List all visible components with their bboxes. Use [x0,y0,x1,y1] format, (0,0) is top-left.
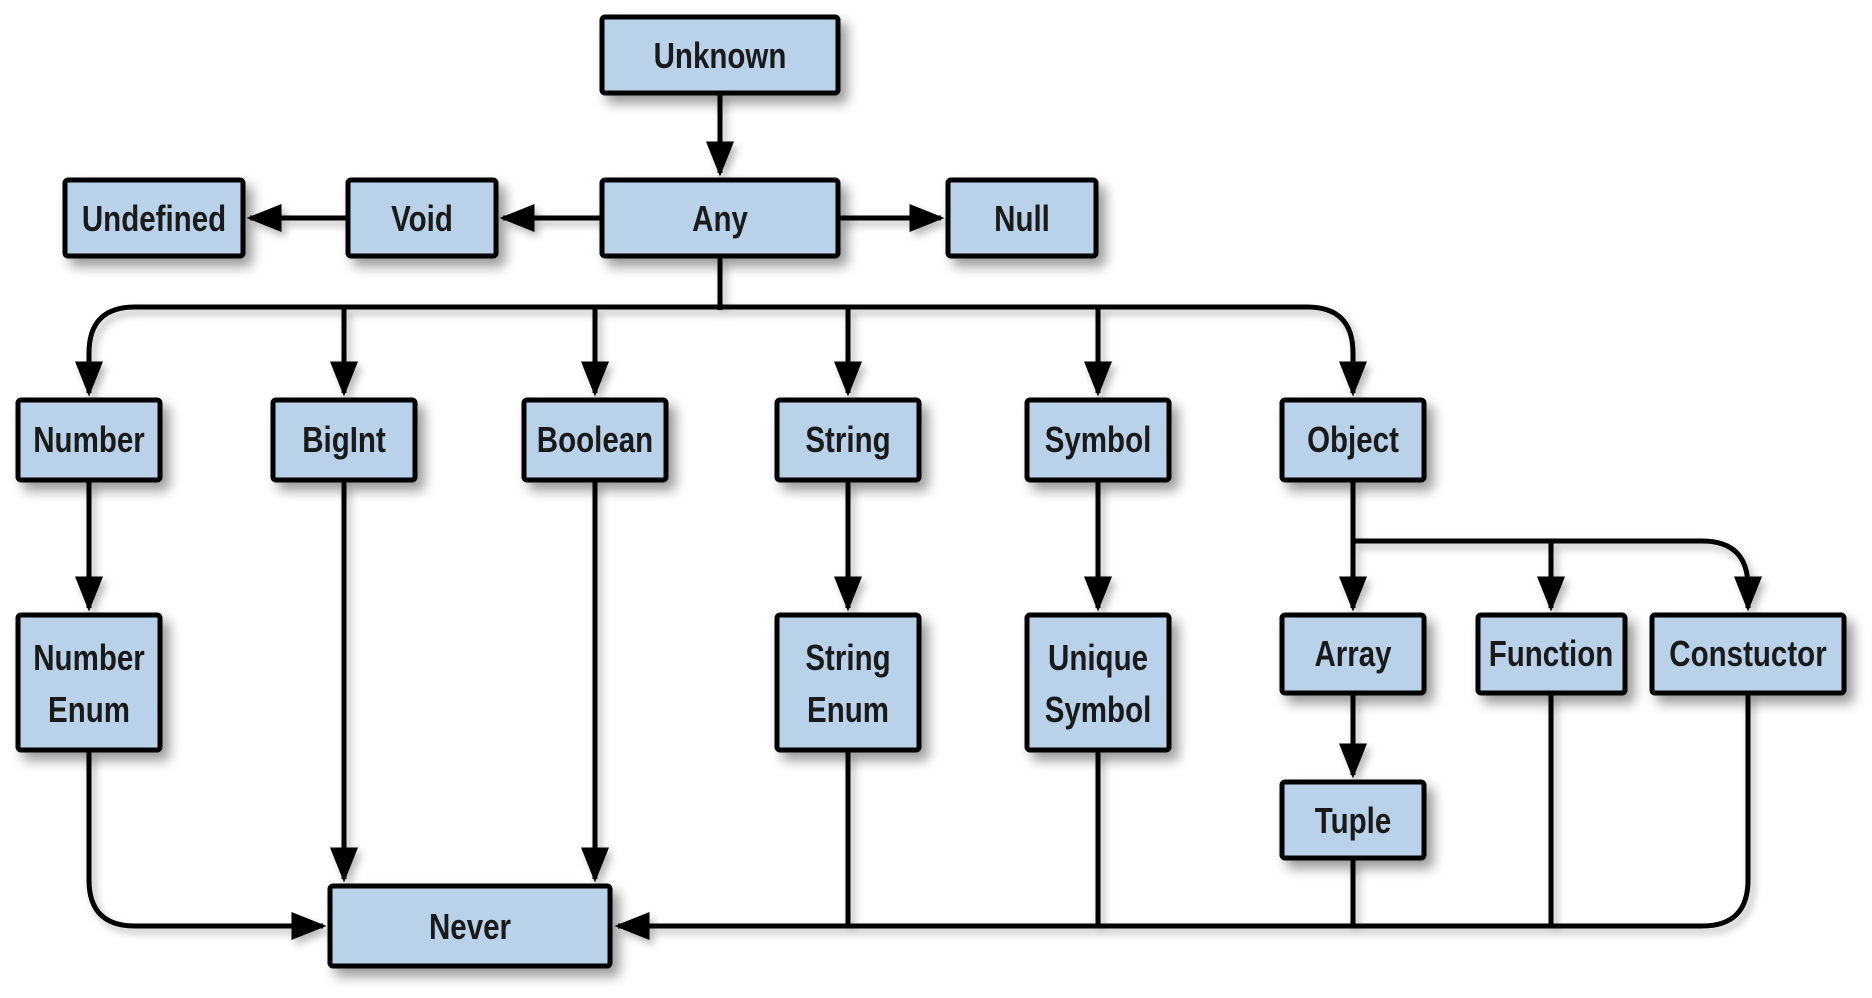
node-unique-symbol-line2: Symbol [1045,689,1152,729]
node-any: Any [599,177,841,259]
node-any-label: Any [692,198,748,238]
node-array-label: Array [1314,633,1392,673]
node-constructor: Constuctor [1649,612,1847,696]
node-never: Never [327,883,613,969]
nodes: Unknown Undefined Void Any Null Number B… [15,14,1847,969]
node-symbol: Symbol [1024,397,1172,483]
node-never-label: Never [429,906,511,946]
node-boolean-label: Boolean [537,419,653,459]
node-number-enum-box [15,612,163,753]
node-function-label: Function [1489,633,1614,673]
node-number-label: Number [33,419,145,459]
node-string-enum-line1: String [805,637,890,677]
node-function-box [1475,612,1628,696]
node-number-box [15,397,163,483]
node-null-box [945,177,1099,259]
edge-numberenum-never [86,752,327,940]
node-constructor-box [1649,612,1847,696]
node-bigint: BigInt [270,397,418,483]
node-string-enum-box [774,612,922,753]
node-unknown: Unknown [599,14,841,96]
node-boolean: Boolean [521,397,669,483]
node-undefined: Undefined [62,177,246,259]
node-any-box [599,177,841,259]
node-unique-symbol-box [1024,612,1172,753]
node-number: Number [15,397,163,483]
node-number-enum-line2: Enum [48,689,130,729]
node-undefined-label: Undefined [82,198,226,238]
node-array-box [1279,612,1427,696]
node-unknown-label: Unknown [654,35,787,75]
node-bigint-label: BigInt [302,419,386,459]
node-void-box [345,177,499,259]
node-symbol-label: Symbol [1045,419,1152,459]
node-symbol-box [1024,397,1172,483]
node-undefined-box [62,177,246,259]
node-void-label: Void [391,198,453,238]
node-tuple: Tuple [1279,779,1427,861]
node-array: Array [1279,612,1427,696]
node-string-enum-line2: Enum [807,689,889,729]
node-unknown-box [599,14,841,96]
node-function: Function [1475,612,1628,696]
node-string: String [774,397,922,483]
node-number-enum-line1: Number [33,637,145,677]
node-string-label: String [805,419,890,459]
node-constructor-label: Constuctor [1669,633,1827,673]
node-string-box [774,397,922,483]
edge-bus-any-children [75,304,1367,397]
node-object: Object [1279,397,1427,483]
edge-constructor-never [614,695,1751,940]
edges [75,95,1762,940]
node-object-label: Object [1307,419,1399,459]
node-null-label: Null [994,198,1050,238]
node-tuple-label: Tuple [1315,800,1392,840]
node-object-box [1279,397,1427,483]
node-unique-symbol-line1: Unique [1048,637,1148,677]
node-null: Null [945,177,1099,259]
node-bigint-box [270,397,418,483]
node-never-box [327,883,613,969]
edge-bus-object-constructor [1353,538,1762,612]
node-void: Void [345,177,499,259]
node-boolean-box [521,397,669,483]
node-tuple-box [1279,779,1427,861]
